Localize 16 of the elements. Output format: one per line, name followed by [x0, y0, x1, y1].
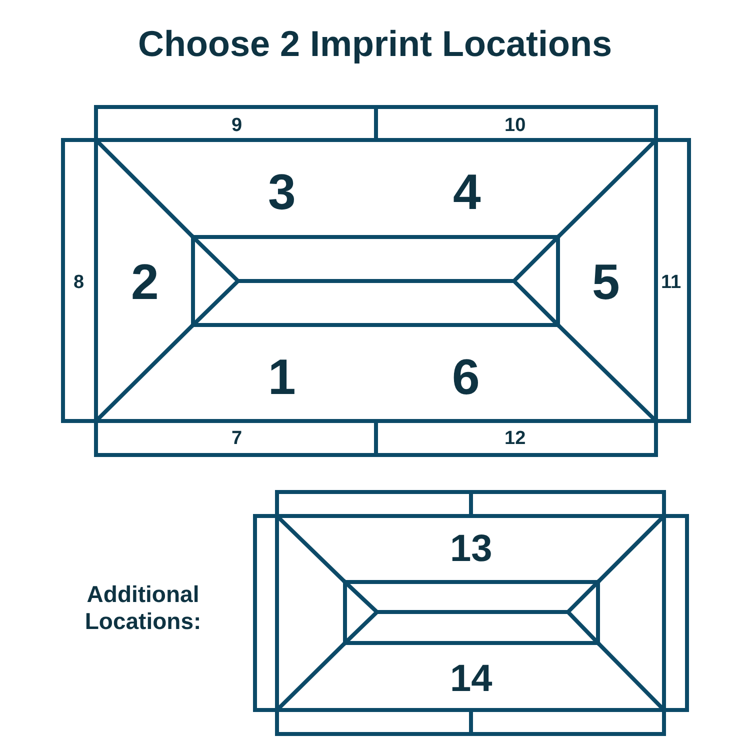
- callout-number: 9: [232, 116, 242, 134]
- callout-number: 8: [74, 272, 84, 292]
- callout-number: 2: [131, 257, 159, 307]
- callout-number: 6: [452, 352, 480, 402]
- callout-number: 1: [268, 352, 296, 402]
- callout-number: 14: [450, 660, 492, 698]
- callout-number: 4: [453, 167, 481, 217]
- callout-number: 7: [232, 428, 242, 448]
- callout-number: 12: [504, 428, 526, 448]
- callout-number: 11: [661, 272, 682, 292]
- callout-number: 3: [268, 167, 296, 217]
- callout-number: 5: [592, 257, 620, 307]
- title: Choose 2 Imprint Locations: [136, 26, 614, 62]
- note-text: Additional Locations:: [84, 581, 202, 635]
- callout-number: 10: [504, 116, 526, 134]
- callout-number: 13: [450, 530, 492, 568]
